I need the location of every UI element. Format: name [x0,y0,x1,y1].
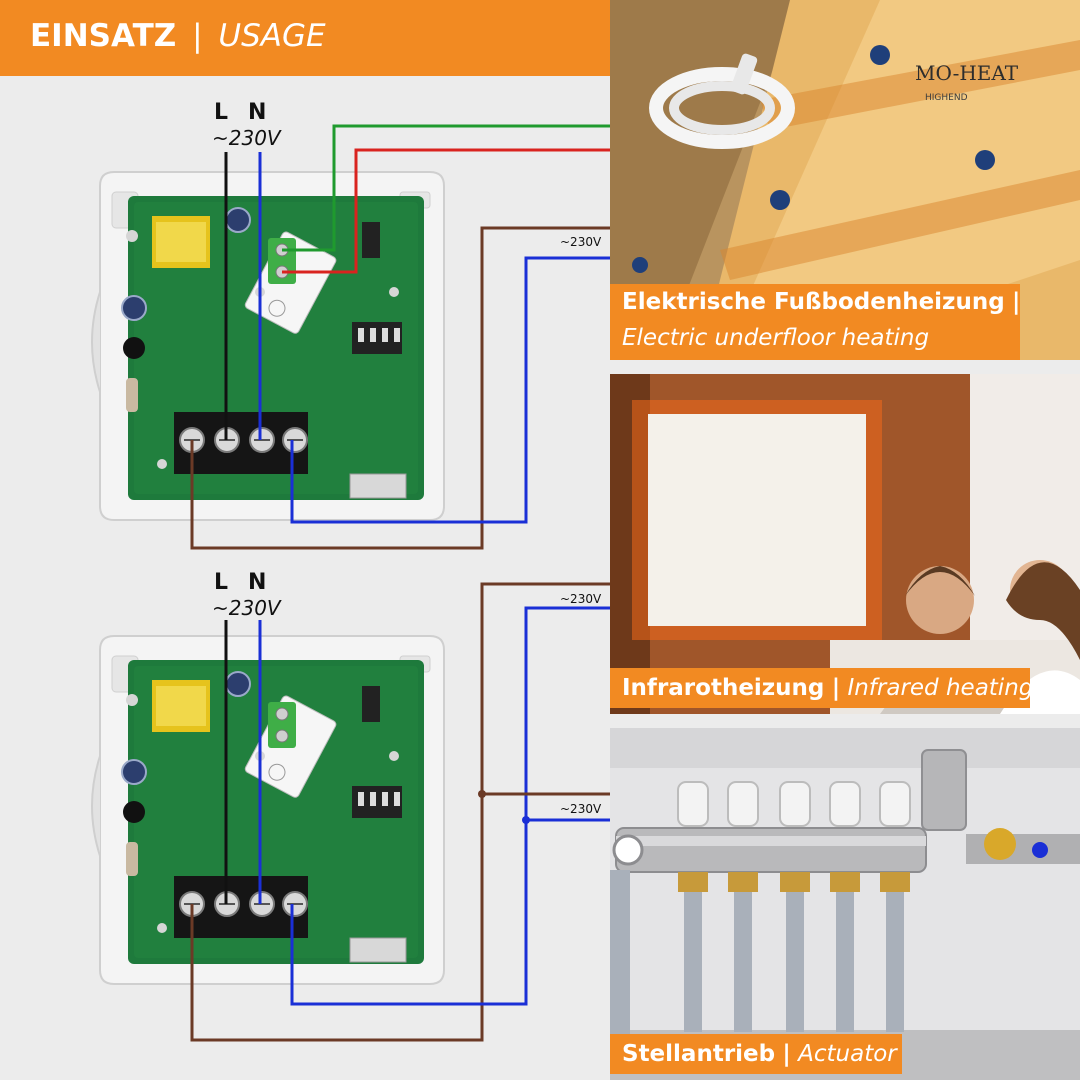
caption-actuator-sep: | [782,1041,791,1067]
header-title-de: EINSATZ [30,18,177,54]
bottom-neutral-label: N [248,570,267,595]
caption-infrared-heating: Infrarotheizung | Infrared heating [610,668,1034,708]
caption-infrared-sep: | [831,675,841,701]
header-separator: | [192,18,203,54]
infrared-heating-photo [610,374,1080,714]
load-voltage-2: ~230V [560,592,602,606]
actuator-photo [610,728,1080,1080]
caption-underfloor-de: Elektrische Fußbodenheizung [622,289,1005,315]
bottom-live-label: L [214,570,229,595]
caption-actuator-de: Stellantrieb [622,1041,776,1067]
bottom-voltage-label: ~230V [212,596,281,620]
brand-text: MO-HEAT [915,61,1019,85]
caption-underfloor-sep: | [1011,289,1021,315]
top-neutral-label: N [248,100,267,125]
load-voltage-3: ~230V [560,802,602,816]
caption-infrared-de: Infrarotheizung [622,675,825,701]
caption-underfloor-en: Electric underfloor heating [622,325,930,351]
header-title-en: USAGE [218,18,326,54]
caption-infrared-en: Infrared heating [847,675,1034,701]
brand-sub-text: HIGHEND [925,93,968,103]
top-voltage-label: ~230V [212,126,281,150]
caption-underfloor-heating: Elektrische Fußbodenheizung | Electric u… [610,284,1020,360]
header-title: EINSATZ | USAGE [30,18,326,54]
header-banner: EINSATZ | USAGE [0,0,610,76]
load-voltage-1: ~230V [560,235,602,249]
top-live-label: L [214,100,229,125]
caption-actuator-en: Actuator [798,1041,897,1067]
caption-actuator: Stellantrieb | Actuator [610,1034,902,1074]
